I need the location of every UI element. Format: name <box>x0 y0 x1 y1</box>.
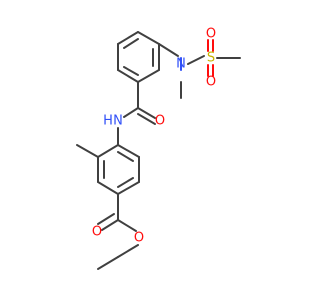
atom-sulfur: S <box>207 51 215 66</box>
atom-o-sulfonyl-top: O <box>206 27 216 42</box>
bond <box>117 219 137 232</box>
ester-group <box>97 193 139 270</box>
methyl-bond <box>76 144 99 158</box>
bond <box>137 107 156 119</box>
atom-n-sulfonamide: N <box>176 57 186 72</box>
atom-o-ester-carbonyl: O <box>92 225 102 240</box>
bond <box>97 213 115 225</box>
double-bond-inner <box>123 38 139 49</box>
atom-o-sulfonyl-bottom: O <box>206 75 216 90</box>
molecule-diagram: N S O O O N H O O <box>76 27 241 270</box>
atom-o-amide: O <box>155 114 165 129</box>
bottom-benzene-ring <box>97 127 140 195</box>
bond <box>97 144 119 158</box>
amide-linker <box>123 81 156 125</box>
bond <box>117 144 140 158</box>
bond <box>117 31 139 45</box>
bond <box>137 113 156 125</box>
bond <box>101 219 119 231</box>
bond <box>117 69 139 83</box>
sulfonamide-group <box>158 39 241 99</box>
atom-n-amide: N <box>113 114 123 129</box>
bond <box>137 31 160 45</box>
bond <box>97 181 119 195</box>
atom-o-ester-single: O <box>134 231 144 246</box>
atom-h-amide: H <box>103 114 113 129</box>
structure-svg: N S O O O N H O O <box>76 27 241 270</box>
bond <box>117 244 139 258</box>
bond <box>137 69 160 83</box>
top-benzene-ring <box>117 31 160 83</box>
bond <box>187 55 205 65</box>
bond <box>117 181 140 195</box>
double-bond-inner <box>117 177 134 188</box>
bond <box>123 107 139 118</box>
bond <box>97 256 119 270</box>
double-bond-inner <box>123 66 139 76</box>
bond <box>158 43 179 57</box>
double-bond-inner <box>117 151 134 162</box>
